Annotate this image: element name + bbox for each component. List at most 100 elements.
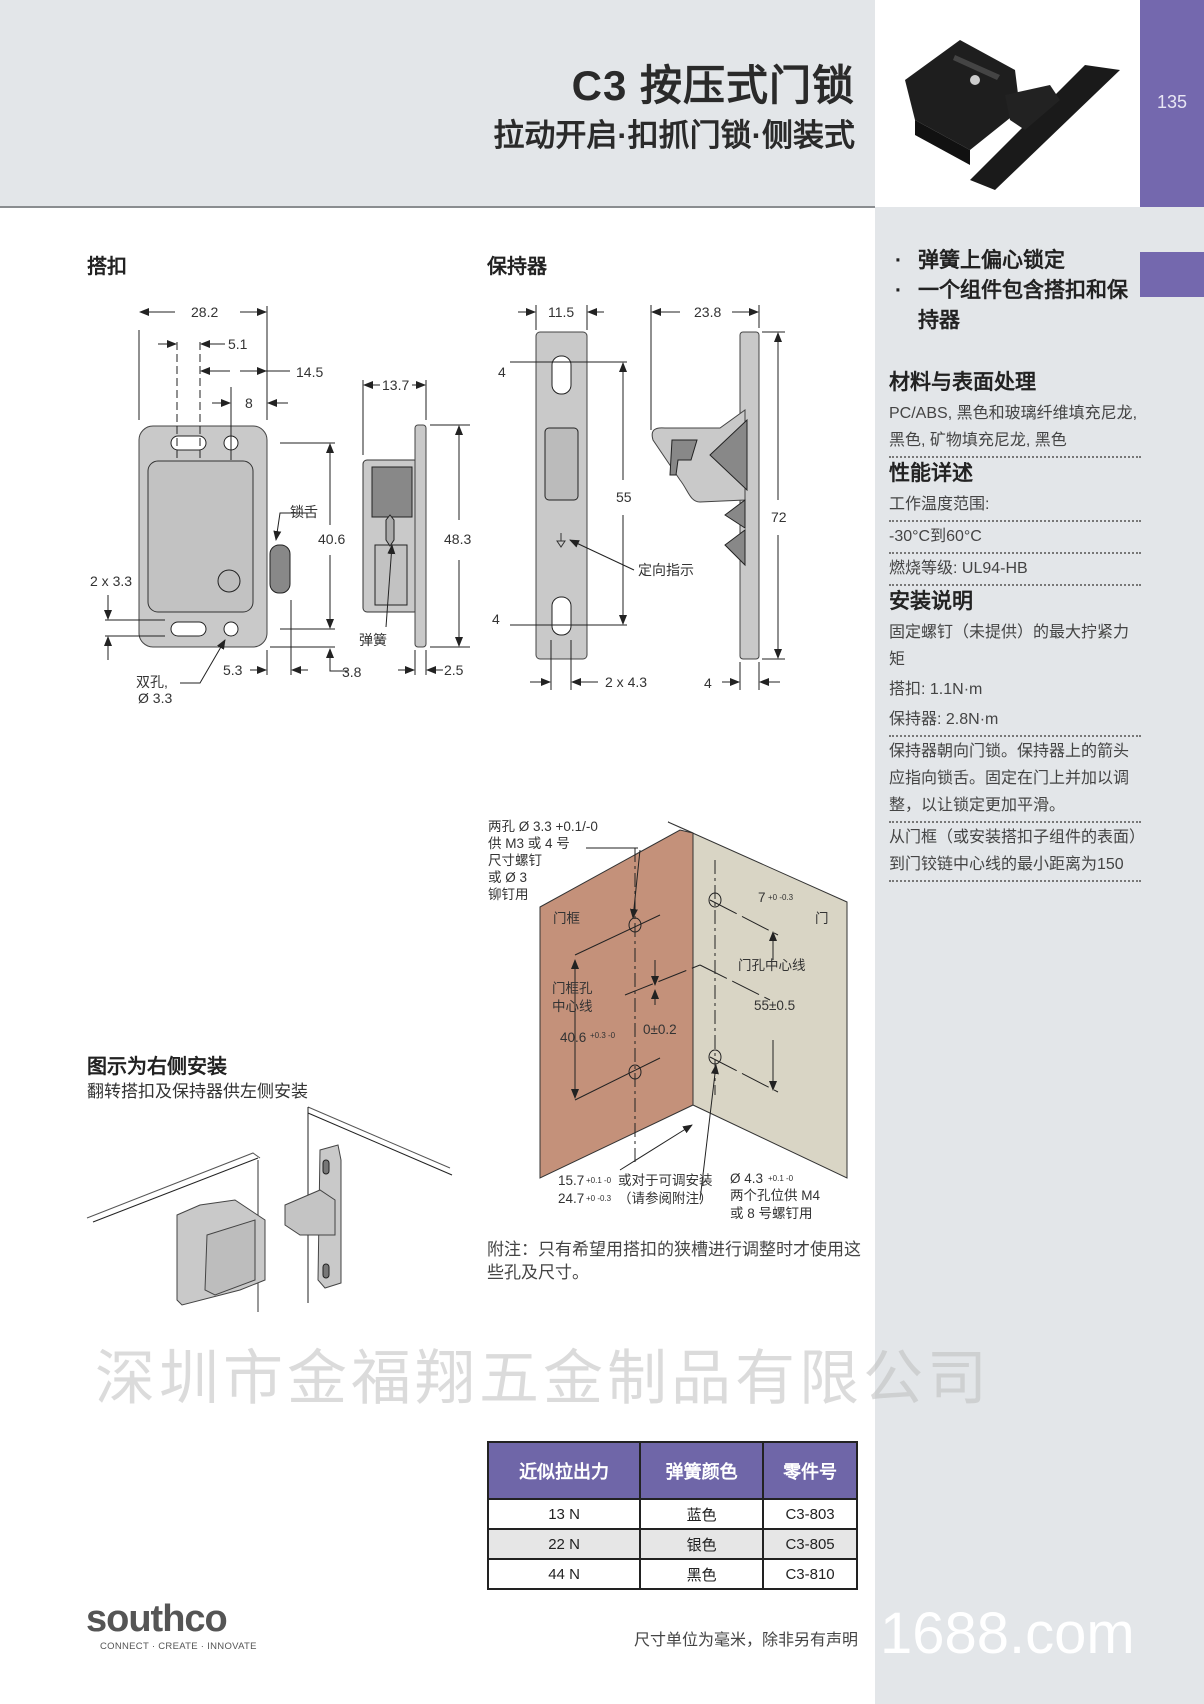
col-header-part-number: 零件号 bbox=[762, 1441, 858, 1500]
performance-title: 性能详述 bbox=[889, 462, 973, 485]
dim-latch-h: 40.6 bbox=[318, 531, 345, 547]
tol-15-7: +0.1 -0 bbox=[586, 1176, 612, 1185]
torque-keeper: 保持器: 2.8N·m bbox=[889, 705, 1141, 737]
temp-value: -30°C到60°C bbox=[889, 522, 1141, 554]
cell-force: 22 N bbox=[486, 1528, 642, 1560]
label-tongue: 锁舌 bbox=[290, 504, 318, 520]
dim-latch-depth: 13.7 bbox=[382, 377, 409, 393]
section-tab bbox=[1140, 252, 1204, 297]
temp-label: 工作温度范围: bbox=[889, 490, 1141, 522]
adjust-note-2: （请参阅附注） bbox=[618, 1190, 713, 1206]
dim-keeper-width: 11.5 bbox=[548, 304, 574, 320]
install-note-1: 保持器朝向门锁。保持器上的箭头应指向锁舌。固定在门上并加以调整，以让锁定更加平滑… bbox=[889, 737, 1141, 823]
install-subtitle: 翻转搭扣及保持器供左侧安装 bbox=[87, 1082, 308, 1101]
label-direction: 定向指示 bbox=[638, 562, 694, 578]
dim-keeper-slot2: 4 bbox=[492, 611, 500, 627]
dim-24-7: 24.7 bbox=[558, 1191, 584, 1206]
cell-force: 13 N bbox=[486, 1498, 642, 1530]
latch-title: 搭扣 bbox=[87, 256, 127, 278]
table-header: 近似拉出力 弹簧颜色 零件号 bbox=[486, 1441, 858, 1500]
mounting-diagram bbox=[539, 821, 848, 1201]
keeper-side-view bbox=[650, 305, 785, 690]
units-note: 尺寸单位为毫米，除非另有声明 bbox=[633, 1632, 858, 1649]
dim-keeper-holes: 2 x 4.3 bbox=[605, 674, 647, 690]
adjust-note-1: 或对于可调安装 bbox=[618, 1173, 713, 1188]
cell-part-number: C3-810 bbox=[762, 1558, 858, 1590]
cell-force: 44 N bbox=[486, 1558, 642, 1590]
southco-logo: southco CONNECT · CREATE · INNOVATE bbox=[86, 1598, 257, 1652]
material-title: 材料与表面处理 bbox=[889, 371, 1036, 394]
mounting-note: 附注：只有希望用搭扣的狭槽进行调整时才使用这些孔及尺寸。 bbox=[487, 1240, 861, 1282]
dim-latch-width: 28.2 bbox=[191, 304, 218, 320]
dim-keeper-thick: 4 bbox=[704, 675, 712, 691]
table-row: 13 N 蓝色 C3-803 bbox=[486, 1498, 858, 1530]
dim-keeper-slot1: 4 bbox=[498, 364, 506, 380]
brand-name: southco bbox=[86, 1598, 228, 1640]
company-watermark: 深圳市金福翔五金制品有限公司 bbox=[95, 1345, 991, 1412]
cell-spring-color: 银色 bbox=[639, 1528, 765, 1560]
holes-note-4: 或 Ø 3 bbox=[488, 870, 527, 885]
label-door: 门 bbox=[815, 911, 829, 926]
header-band bbox=[0, 0, 875, 208]
page-number: 135 bbox=[1156, 92, 1188, 112]
dim-latch-a: 5.1 bbox=[228, 336, 248, 352]
spec-block: 材料与表面处理 PC/ABS, 黑色和玻璃纤维填充尼龙, 黑色, 矿物填充尼龙,… bbox=[889, 367, 1141, 882]
dim-latch-flange: 2.5 bbox=[444, 662, 464, 678]
dim-40-6: 40.6 bbox=[560, 1030, 586, 1045]
holes-note-1: 两孔 Ø 3.3 +0.1/-0 bbox=[488, 819, 598, 834]
label-spring: 弹簧 bbox=[359, 632, 387, 648]
holes-note-2: 供 M3 或 4 号 bbox=[488, 836, 570, 851]
dim-latch-slot: 2 x 3.3 bbox=[90, 573, 132, 589]
page-subtitle: 拉动开启·扣抓门锁·侧装式 bbox=[493, 118, 855, 153]
product-photo bbox=[875, 0, 1140, 207]
torque-latch: 搭扣: 1.1N·m bbox=[889, 681, 983, 698]
dim-latch-e: 3.8 bbox=[342, 664, 362, 680]
dim-55: 55±0.5 bbox=[754, 998, 795, 1013]
install-note-2: 从门框（或安装搭扣子组件的表面）到门铰链中心线的最小距离为150 bbox=[889, 823, 1141, 882]
tol-40-6: +0.3 -0 bbox=[590, 1031, 616, 1040]
hole-4-3: Ø 4.3 bbox=[730, 1171, 763, 1186]
label-holes-1: 双孔, bbox=[136, 674, 168, 690]
hole-4-3-note-1: 两个孔位供 M4 bbox=[730, 1188, 820, 1203]
material-text: PC/ABS, 黑色和玻璃纤维填充尼龙, 黑色, 矿物填充尼龙, 黑色 bbox=[889, 399, 1141, 458]
dim-keeper-pitch: 55 bbox=[616, 489, 632, 505]
col-header-force: 近似拉出力 bbox=[486, 1441, 642, 1500]
dim-keeper-height: 72 bbox=[771, 509, 787, 525]
install-illustration bbox=[86, 1106, 453, 1312]
feature-item: 一个组件包含搭扣和保持器 bbox=[893, 276, 1133, 336]
holes-note-5: 铆钉用 bbox=[488, 887, 529, 902]
label-frame-centerline-2: 中心线 bbox=[552, 999, 593, 1014]
part-number-table: 近似拉出力 弹簧颜色 零件号 13 N 蓝色 C3-803 22 N 银色 C3… bbox=[486, 1441, 858, 1590]
hole-4-3-note-2: 或 8 号螺钉用 bbox=[730, 1206, 813, 1221]
keeper-title: 保持器 bbox=[487, 256, 547, 278]
cell-part-number: C3-805 bbox=[762, 1528, 858, 1560]
install-title: 安装说明 bbox=[889, 590, 973, 613]
dim-latch-c: 8 bbox=[245, 395, 253, 411]
product-photo-image bbox=[905, 40, 1120, 190]
dim-15-7: 15.7 bbox=[558, 1173, 584, 1188]
latch-side-view bbox=[362, 380, 470, 675]
dim-offset: 0±0.2 bbox=[643, 1022, 677, 1037]
dim-7: 7 bbox=[758, 890, 766, 905]
dim-latch-b: 14.5 bbox=[296, 364, 323, 380]
tol-24-7: +0 -0.3 bbox=[586, 1194, 612, 1203]
cell-spring-color: 黑色 bbox=[639, 1558, 765, 1590]
feature-list: 弹簧上偏心锁定 一个组件包含搭扣和保持器 bbox=[893, 246, 1133, 336]
section-strip bbox=[1140, 0, 1204, 207]
page-title: C3 按压式门锁 bbox=[571, 62, 855, 109]
table-row: 44 N 黑色 C3-810 bbox=[486, 1558, 858, 1590]
cell-spring-color: 蓝色 bbox=[639, 1498, 765, 1530]
table-row: 22 N 银色 C3-805 bbox=[486, 1528, 858, 1560]
feature-item: 弹簧上偏心锁定 bbox=[893, 246, 1133, 276]
dim-keeper-depth: 23.8 bbox=[694, 304, 721, 320]
label-frame: 门框 bbox=[553, 911, 580, 926]
tol-4-3: +0.1 -0 bbox=[768, 1174, 794, 1183]
flammability: 燃烧等级: UL94-HB bbox=[889, 554, 1141, 586]
dim-latch-height: 48.3 bbox=[444, 531, 471, 547]
tol-7: +0 -0.3 bbox=[768, 893, 794, 902]
label-frame-centerline-1: 门框孔 bbox=[552, 981, 593, 996]
latch-front-view bbox=[104, 306, 348, 684]
site-watermark: 1688.com bbox=[880, 1601, 1135, 1666]
cell-part-number: C3-803 bbox=[762, 1498, 858, 1530]
